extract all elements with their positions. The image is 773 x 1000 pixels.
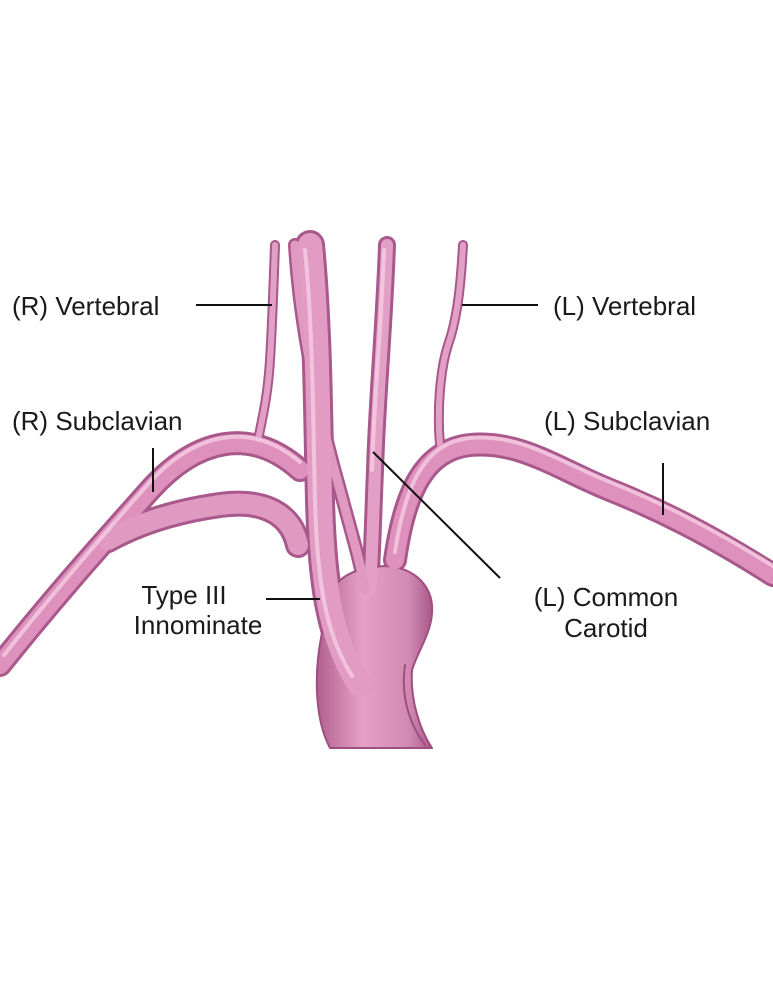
- leader-l-common-carotid: [372, 451, 501, 579]
- aortic-arch-fold: [402, 664, 426, 746]
- label-l-common-carotid-line1: (L) Common: [534, 582, 678, 612]
- label-innominate-line2: Innominate: [134, 610, 263, 640]
- vessel-structure: [0, 230, 773, 749]
- label-l-subclavian: (L) Subclavian: [544, 406, 710, 436]
- label-l-common-carotid-line2: Carotid: [564, 613, 648, 643]
- label-innominate-line1: Type III: [141, 580, 226, 610]
- label-r-vertebral: (R) Vertebral: [12, 291, 159, 321]
- labels: (R) Vertebral (L) Vertebral (R) Subclavi…: [12, 291, 710, 643]
- label-l-vertebral: (L) Vertebral: [553, 291, 696, 321]
- leader-lines: [152, 304, 664, 600]
- label-r-subclavian: (R) Subclavian: [12, 406, 183, 436]
- left-subclavian-vessel: [383, 432, 773, 587]
